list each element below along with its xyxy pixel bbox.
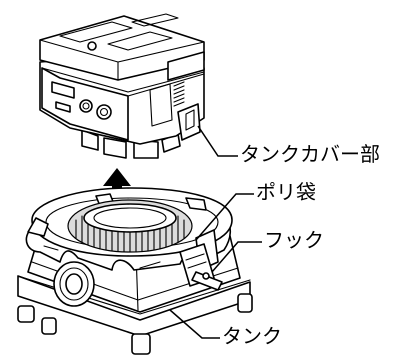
tank-unit [17, 187, 253, 355]
filter-top [83, 203, 177, 233]
caster-front-mid-icon [41, 317, 57, 335]
leader-tank [169, 309, 220, 339]
caster-front-left-icon [17, 305, 35, 323]
label-tank: タンク [222, 324, 282, 348]
label-tank-cover: タンクカバー部 [240, 142, 380, 166]
leader-bag [195, 193, 254, 241]
cover-latch-top [167, 51, 205, 81]
label-hook: フック [264, 228, 324, 252]
tank-cover-unit [39, 13, 205, 159]
lid-knob-icon [87, 41, 97, 51]
label-poly-bag: ポリ袋 [256, 180, 316, 204]
up-arrow-icon [103, 168, 131, 206]
caster-rear-right-icon [237, 293, 253, 313]
vent-slots [173, 81, 185, 107]
leader-hook [211, 241, 262, 273]
caster-front-right-icon [131, 333, 151, 355]
dial-right-icon [96, 104, 112, 120]
indicator-window-icon [55, 101, 71, 113]
display-window-icon [51, 81, 75, 99]
dial-left-icon [79, 99, 93, 113]
cover-foot-mid [103, 137, 127, 159]
leader-cover [197, 125, 238, 157]
